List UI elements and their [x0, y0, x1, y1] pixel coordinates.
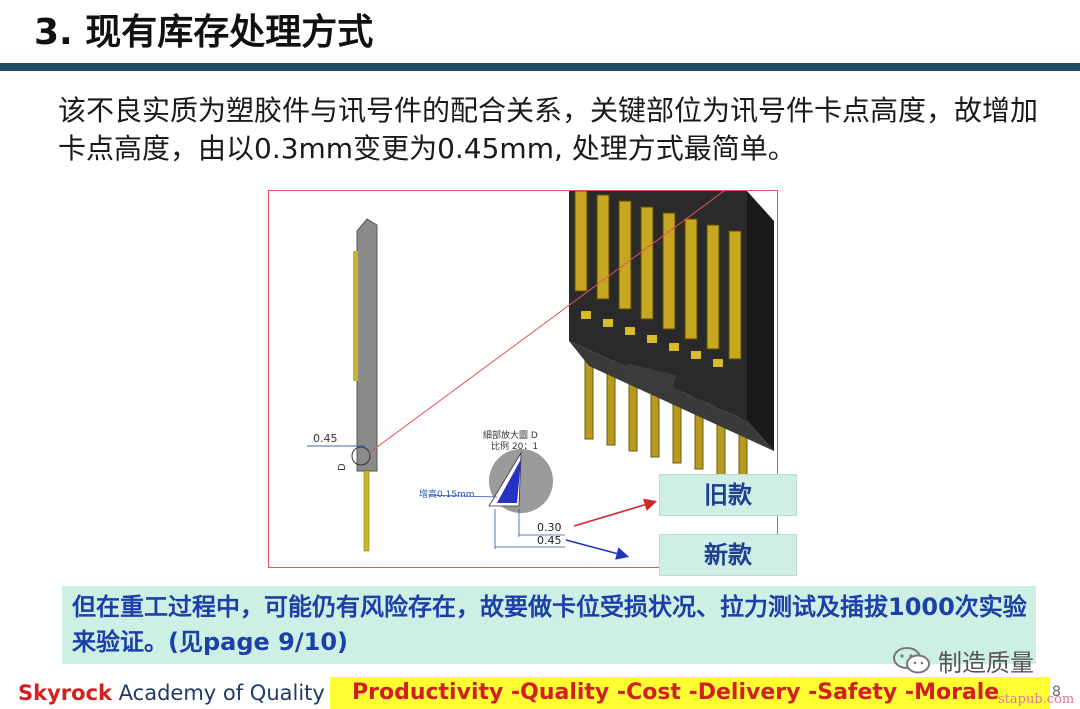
body-paragraph: 该不良实质为塑胶件与讯号件的配合关系，关键部位为讯号件卡点高度，故增加卡点高度，… — [58, 94, 1039, 165]
old-version-tag: 旧款 — [659, 474, 797, 516]
warning-text: 但在重工过程中，可能仍有风险存在，故要做卡位受损状况、拉力测试及插拔1000次实… — [72, 593, 1027, 656]
pointer-arrows — [565, 498, 658, 560]
detail-scale-label: 比例 20：1 — [491, 440, 538, 452]
watermark: stapub.com — [998, 692, 1075, 707]
old-arrow — [573, 498, 658, 527]
wechat-account-label: 制造质量 — [938, 649, 1034, 677]
warning-box — [62, 586, 1036, 664]
dim-label-left: 0.45 — [313, 432, 338, 445]
page-number: 8 — [1052, 684, 1061, 700]
footer-slogan: Productivity -Quality -Cost -Delivery -S… — [352, 680, 1000, 705]
title-divider-bar — [0, 63, 1080, 71]
new-arrow — [565, 539, 630, 560]
connector-drawing: 0.45 D 細部放大圖 D 比例 20：1 增高0.15mm 0.30 0.4… — [307, 191, 774, 552]
detail-title-label: 細部放大圖 D — [483, 429, 538, 441]
connector-render-image — [569, 191, 774, 482]
page-title: 3. 现有库存处理方式 — [34, 12, 374, 53]
new-version-tag: 新款 — [659, 534, 797, 576]
connector-figure: 0.45 D 細部放大圖 D 比例 20：1 增高0.15mm 0.30 0.4… — [268, 190, 778, 568]
side-view-drawing — [307, 218, 378, 552]
footer-slogan-bar — [330, 677, 1050, 709]
added-height-label: 增高0.15mm — [419, 488, 475, 500]
wechat-icon — [892, 646, 932, 680]
detail-view-drawing — [428, 449, 565, 549]
dim-new-label: 0.45 — [537, 534, 562, 547]
brand-name: Skyrock — [18, 681, 112, 705]
detail-marker-label: D — [337, 463, 348, 471]
brand-tagline: Academy of Quality — [111, 681, 325, 705]
footer-brand: Skyrock Academy of Quality — [18, 681, 325, 705]
dim-old-label: 0.30 — [537, 521, 562, 534]
